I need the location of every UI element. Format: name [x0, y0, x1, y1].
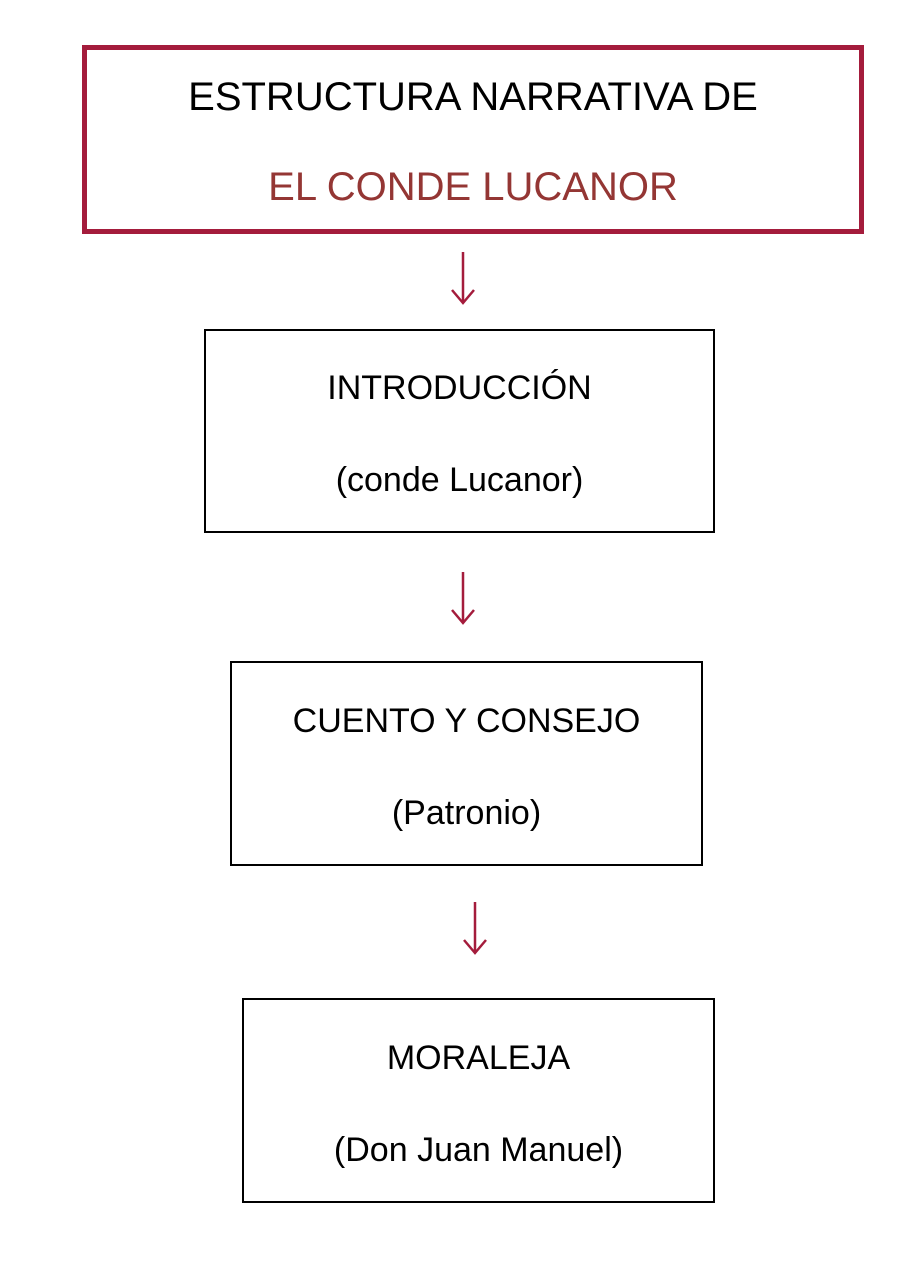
arrow-down-icon: [451, 252, 475, 305]
step-title: CUENTO Y CONSEJO: [292, 701, 641, 740]
step-title: MORALEJA: [386, 1038, 571, 1077]
arrow-down-icon: [451, 572, 475, 625]
step-box-cuento-y-consejo: CUENTO Y CONSEJO (Patronio): [230, 661, 703, 866]
step-subtitle: (conde Lucanor): [335, 461, 584, 499]
title-box: ESTRUCTURA NARRATIVA DE EL CONDE LUCANOR: [82, 45, 864, 234]
title-line-2: EL CONDE LUCANOR: [268, 164, 678, 209]
step-subtitle: (Don Juan Manuel): [333, 1130, 624, 1169]
title-line-1: ESTRUCTURA NARRATIVA DE: [188, 74, 758, 119]
arrow-down-icon: [463, 902, 487, 955]
step-subtitle: (Patronio): [391, 793, 542, 832]
step-box-introduccion: INTRODUCCIÓN (conde Lucanor): [204, 329, 715, 533]
step-title: INTRODUCCIÓN: [327, 369, 592, 407]
step-box-moraleja: MORALEJA (Don Juan Manuel): [242, 998, 715, 1203]
